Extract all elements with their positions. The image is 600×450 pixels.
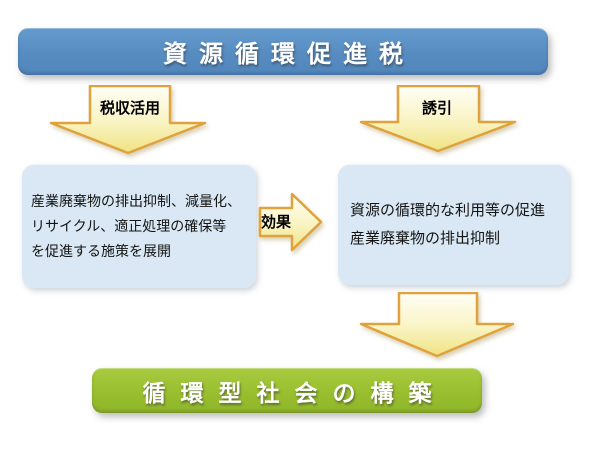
inducement-arrow-label: 誘引 <box>421 100 452 117</box>
down-arrow-inducement-icon <box>359 85 517 153</box>
down-arrow-result-icon <box>359 292 515 358</box>
right-arrow-effect-icon <box>258 192 323 252</box>
outcome-box-line: 産業廃棄物の排出抑制 <box>350 229 501 247</box>
policy-box-line: 産業廃棄物の排出抑制、減量化、 <box>31 192 241 209</box>
policy-box-line: リサイクル、適正処理の確保等 <box>31 217 227 234</box>
policy-box: 産業廃棄物の排出抑制、減量化、 リサイクル、適正処理の確保等 を促進する施策を展… <box>22 164 256 288</box>
outcome-box: 資源の循環的な利用等の促進 産業廃棄物の排出抑制 <box>338 164 569 285</box>
tax-use-arrow-label: 税収活用 <box>99 100 160 117</box>
down-arrow-tax-use-icon <box>49 85 207 155</box>
title-banner: 資源循環促進税 <box>18 28 548 75</box>
policy-box-line: を促進する施策を展開 <box>31 242 171 259</box>
goal-banner-label: 循環型社会の構築 <box>142 379 447 406</box>
title-banner-label: 資源循環促進税 <box>163 41 415 68</box>
outcome-box-line: 資源の循環的な利用等の促進 <box>350 201 546 219</box>
goal-banner: 循環型社会の構築 <box>92 368 482 413</box>
effect-arrow-label: 効果 <box>260 214 291 231</box>
